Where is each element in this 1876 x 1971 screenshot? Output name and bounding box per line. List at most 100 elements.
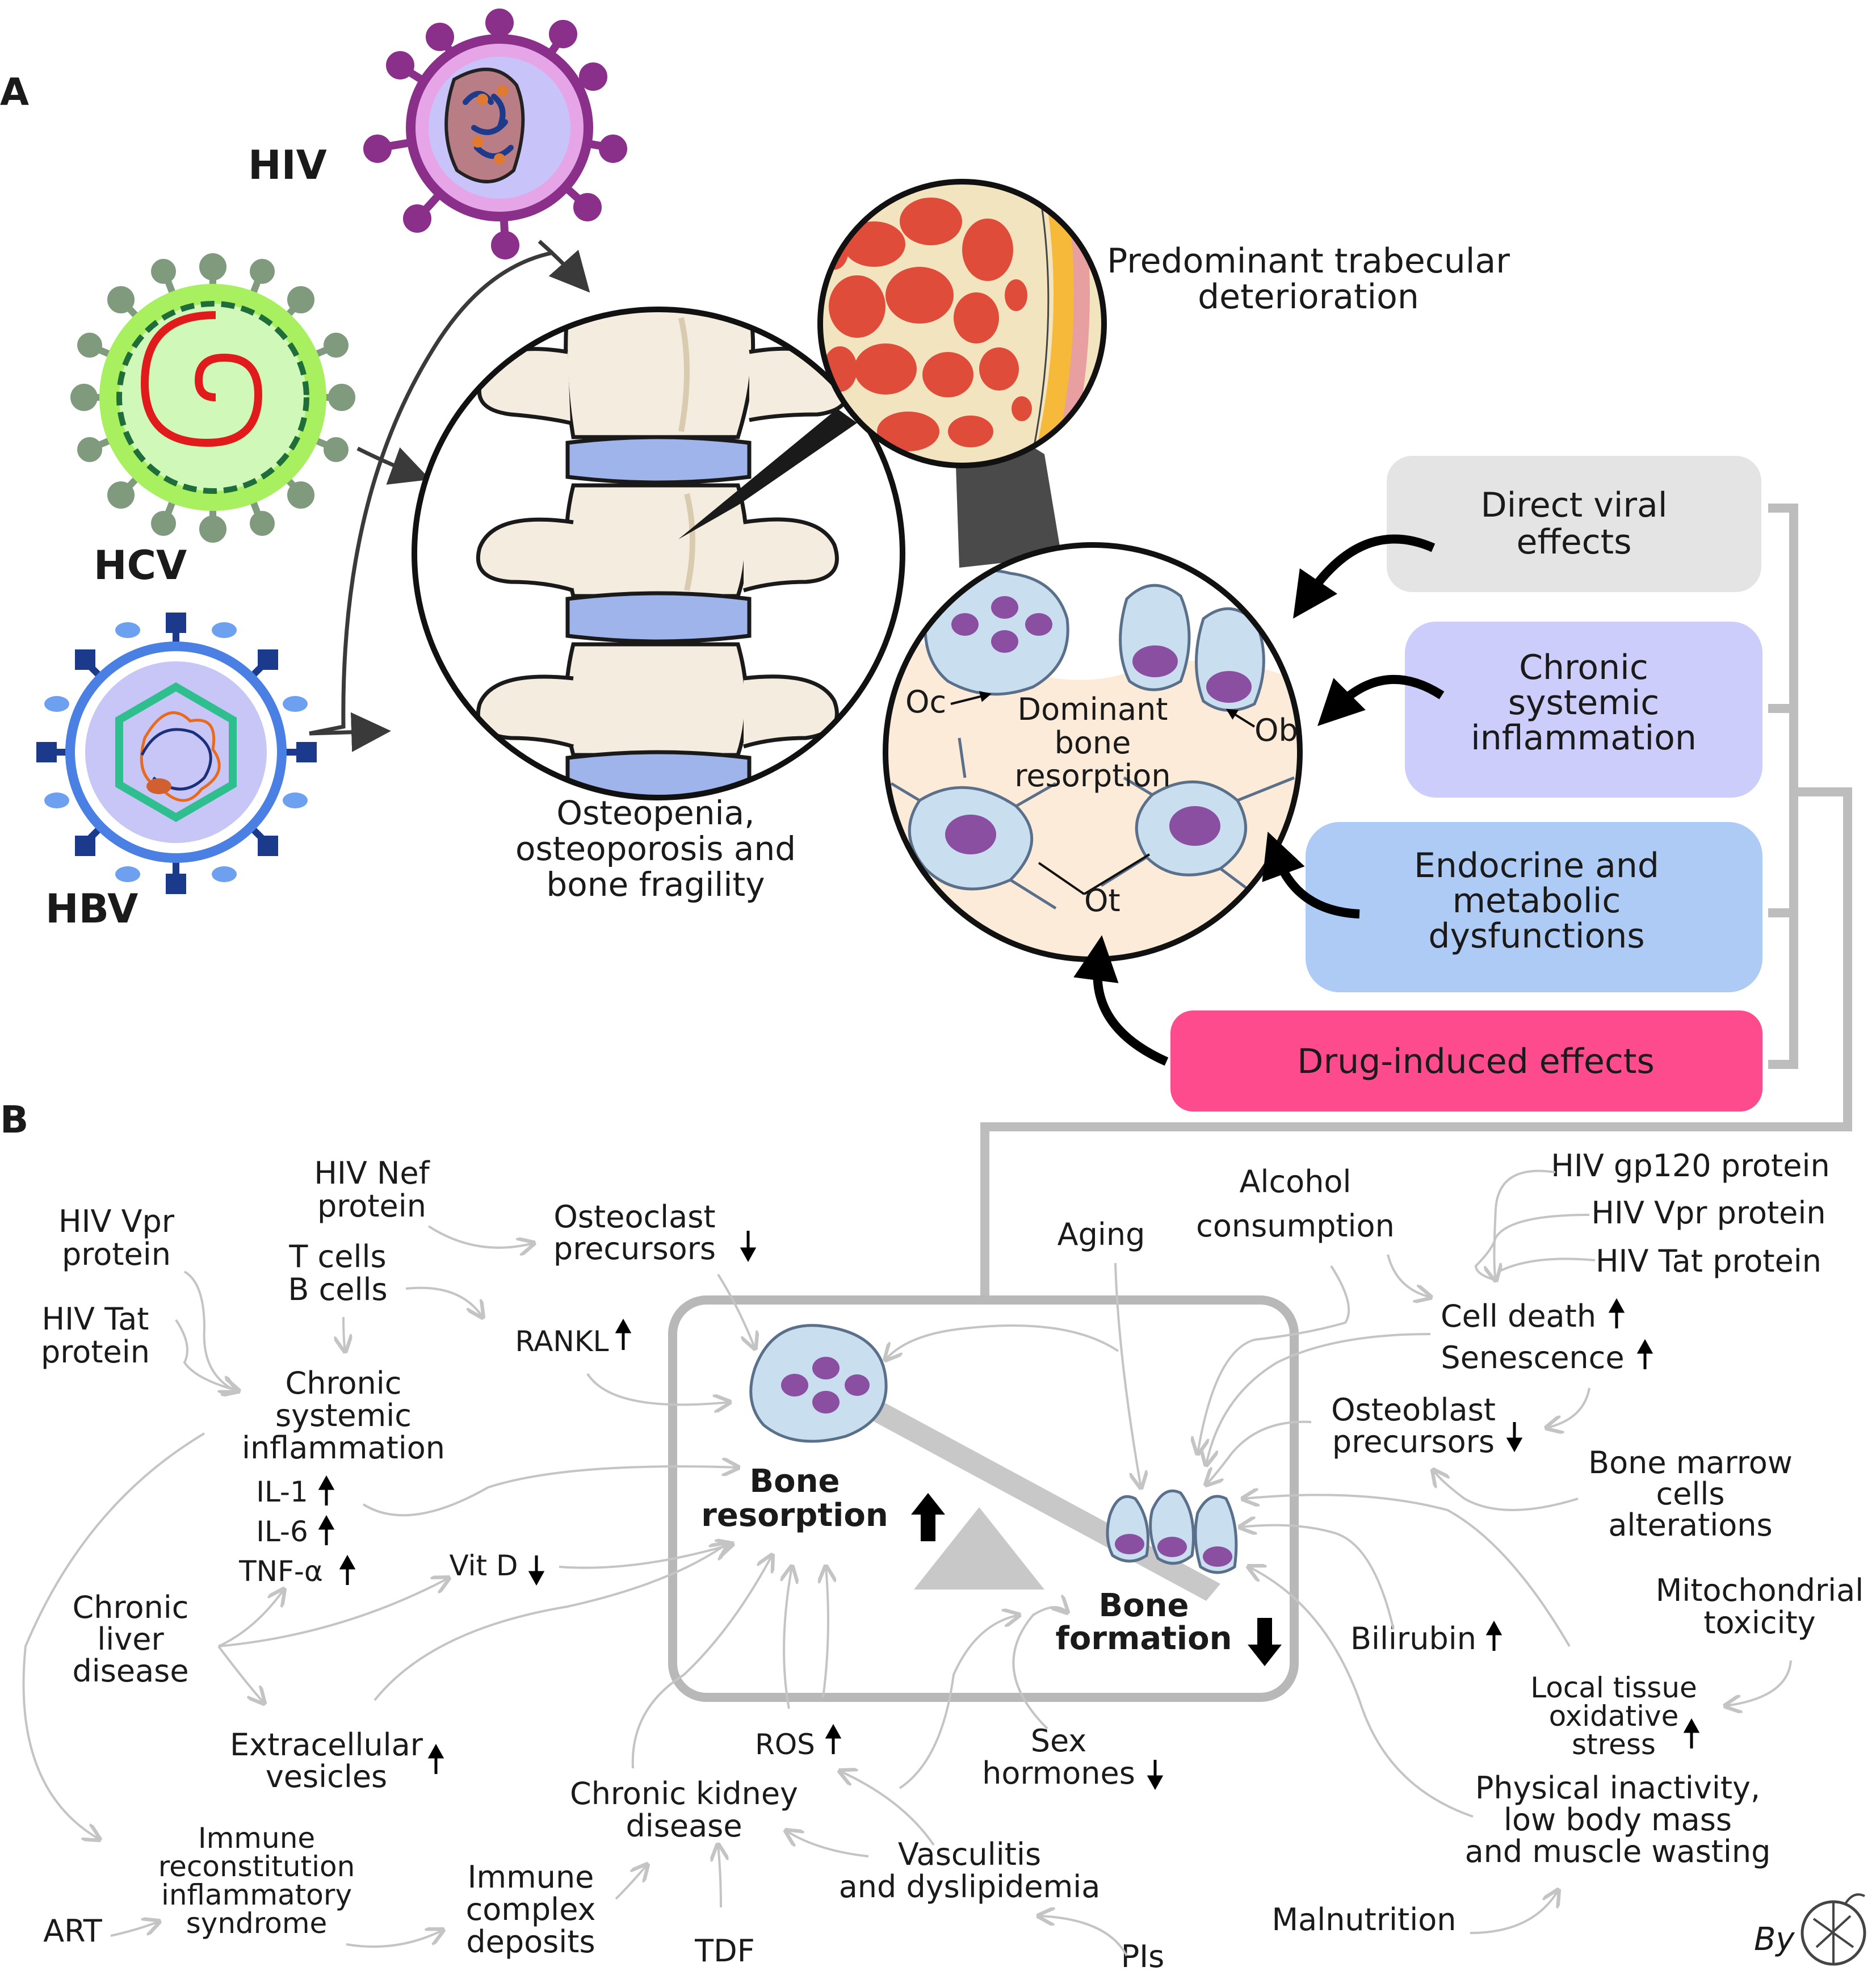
mechanism-arrows xyxy=(22,1169,1792,1956)
seesaw-fulcrum xyxy=(914,1507,1044,1590)
drug-induced-effects-box: Drug-induced effects xyxy=(1170,1010,1762,1112)
svg-text:HIV Nef: HIV Nef xyxy=(314,1155,430,1191)
bone-resorption-label: Bone resorption xyxy=(701,1463,888,1534)
hbv-virus-icon xyxy=(36,613,317,894)
up-arrow-senescence xyxy=(1636,1339,1653,1369)
down-arrow-sex-hormones xyxy=(1147,1760,1164,1790)
down-arrow-vitd xyxy=(528,1555,545,1586)
svg-text:Osteoblast: Osteoblast xyxy=(1331,1392,1496,1428)
effects-bracket-connector xyxy=(980,504,1852,1297)
hiv-tat-protein-left: HIV Tat protein xyxy=(41,1301,150,1370)
chronic-liver-disease: Chronic liver disease xyxy=(72,1590,188,1689)
svg-text:disease: disease xyxy=(72,1653,188,1689)
svg-text:and muscle wasting: and muscle wasting xyxy=(1465,1834,1771,1869)
svg-text:Bone marrow: Bone marrow xyxy=(1588,1445,1793,1481)
osteoclast-cell xyxy=(924,568,1069,696)
resorption-up-arrow xyxy=(911,1493,945,1541)
immune-reconstitution-syndrome: Immune reconstitution inflammatory syndr… xyxy=(158,1822,355,1940)
svg-text:cells: cells xyxy=(1656,1476,1724,1512)
mitochondrial-toxicity: Mitochondrial toxicity xyxy=(1656,1572,1864,1641)
svg-text:HIV Vpr: HIV Vpr xyxy=(58,1203,175,1239)
balance-box xyxy=(668,1295,1299,1702)
svg-text:resorption: resorption xyxy=(1014,758,1170,794)
rankl-label: RANKL xyxy=(515,1325,609,1358)
svg-text:vesicles: vesicles xyxy=(266,1759,387,1794)
up-arrow-il1 xyxy=(318,1475,335,1505)
up-arrow-cell-death xyxy=(1608,1298,1625,1328)
svg-text:precursors: precursors xyxy=(553,1231,716,1267)
svg-text:Endocrine and: Endocrine and xyxy=(1414,846,1659,886)
up-arrow-il6 xyxy=(318,1515,335,1545)
svg-text:hormones: hormones xyxy=(982,1755,1135,1791)
svg-text:low body mass: low body mass xyxy=(1504,1802,1732,1838)
svg-text:and dyslipidemia: and dyslipidemia xyxy=(839,1869,1101,1905)
trabecular-label: Predominant trabecular deterioration xyxy=(1107,241,1510,317)
svg-text:inflammation: inflammation xyxy=(242,1430,445,1466)
label-ob: Ob xyxy=(1254,712,1298,748)
endocrine-metabolic-box: Endocrine and metabolic dysfunctions xyxy=(1306,822,1762,992)
svg-text:Immune: Immune xyxy=(468,1859,594,1895)
svg-text:Chronic kidney: Chronic kidney xyxy=(570,1776,798,1811)
t-b-cells: T cells B cells xyxy=(288,1239,387,1307)
svg-text:formation: formation xyxy=(1056,1620,1232,1657)
chronic-systemic-inflammation: Chronic systemic inflammation xyxy=(242,1365,445,1466)
bone-marrow-alterations: Bone marrow cells alterations xyxy=(1588,1445,1793,1543)
cell-death-label: Cell death xyxy=(1441,1298,1596,1334)
svg-text:Chronic: Chronic xyxy=(286,1365,402,1401)
local-tissue-oxidative-stress: Local tissue oxidative stress xyxy=(1530,1671,1697,1761)
svg-text:By: By xyxy=(1754,1921,1795,1958)
svg-text:Direct viral: Direct viral xyxy=(1480,485,1667,525)
malnutrition-label: Malnutrition xyxy=(1272,1902,1457,1938)
label-oc: Oc xyxy=(905,684,946,720)
svg-text:liver: liver xyxy=(97,1621,164,1657)
bone-cells-illustration xyxy=(883,542,1303,962)
svg-text:Sex: Sex xyxy=(1031,1723,1087,1759)
svg-text:Local tissue: Local tissue xyxy=(1530,1671,1697,1704)
virus-arrows xyxy=(309,240,590,752)
svg-text:B cells: B cells xyxy=(288,1272,387,1307)
ros-label: ROS xyxy=(755,1728,815,1761)
svg-text:syndrome: syndrome xyxy=(186,1907,328,1940)
osteoblasts-icon xyxy=(1106,1489,1238,1574)
svg-text:Bone: Bone xyxy=(1098,1587,1189,1624)
chronic-inflammation-box: Chronic systemic inflammation xyxy=(1405,622,1762,798)
hiv-label: HIV xyxy=(248,142,327,188)
svg-text:Chronic: Chronic xyxy=(1519,648,1648,687)
osteopenia-label: Osteopenia, osteoporosis and bone fragil… xyxy=(515,794,796,904)
chronic-kidney-disease: Chronic kidney disease xyxy=(570,1776,798,1844)
svg-text:Physical inactivity,: Physical inactivity, xyxy=(1475,1770,1760,1806)
svg-text:osteoporosis and: osteoporosis and xyxy=(515,829,796,868)
hcv-label: HCV xyxy=(94,542,187,589)
svg-text:Bone: Bone xyxy=(749,1463,840,1500)
art-label: ART xyxy=(43,1913,103,1949)
extracellular-vesicles: Extracellular vesicles xyxy=(230,1727,423,1794)
tdf-label: TDF xyxy=(694,1933,755,1969)
spine-illustration xyxy=(412,307,905,800)
svg-text:Vasculitis: Vasculitis xyxy=(898,1836,1041,1872)
il6-label: IL-6 xyxy=(256,1515,308,1548)
svg-text:Osteopenia,: Osteopenia, xyxy=(556,794,754,832)
hiv-gp120-protein: HIV gp120 protein xyxy=(1551,1148,1829,1184)
artist-signature-logo: By xyxy=(1754,1893,1866,1966)
hiv-nef-protein: HIV Nef protein xyxy=(314,1155,430,1224)
svg-text:stress: stress xyxy=(1572,1728,1656,1761)
svg-text:Dominant: Dominant xyxy=(1018,691,1168,727)
hiv-vpr-protein-left: HIV Vpr protein xyxy=(58,1203,175,1272)
up-arrow-extracellular xyxy=(427,1743,444,1774)
svg-text:deterioration: deterioration xyxy=(1198,277,1419,317)
svg-text:Mitochondrial: Mitochondrial xyxy=(1656,1572,1864,1608)
vitd-label: Vit D xyxy=(450,1549,518,1582)
svg-text:HIV Tat: HIV Tat xyxy=(42,1301,149,1337)
svg-text:metabolic: metabolic xyxy=(1453,881,1621,921)
svg-text:disease: disease xyxy=(626,1808,742,1844)
svg-text:Predominant trabecular: Predominant trabecular xyxy=(1107,241,1510,281)
svg-text:T cells: T cells xyxy=(288,1239,386,1274)
label-ot: Ot xyxy=(1084,883,1120,919)
pis-label: PIs xyxy=(1121,1939,1165,1971)
svg-text:complex: complex xyxy=(466,1892,596,1927)
svg-text:inflammation: inflammation xyxy=(1471,718,1697,758)
down-arrow-osteoblast-precursors xyxy=(1506,1422,1523,1453)
hcv-virus-icon xyxy=(70,253,355,543)
svg-text:precursors: precursors xyxy=(1332,1424,1495,1460)
